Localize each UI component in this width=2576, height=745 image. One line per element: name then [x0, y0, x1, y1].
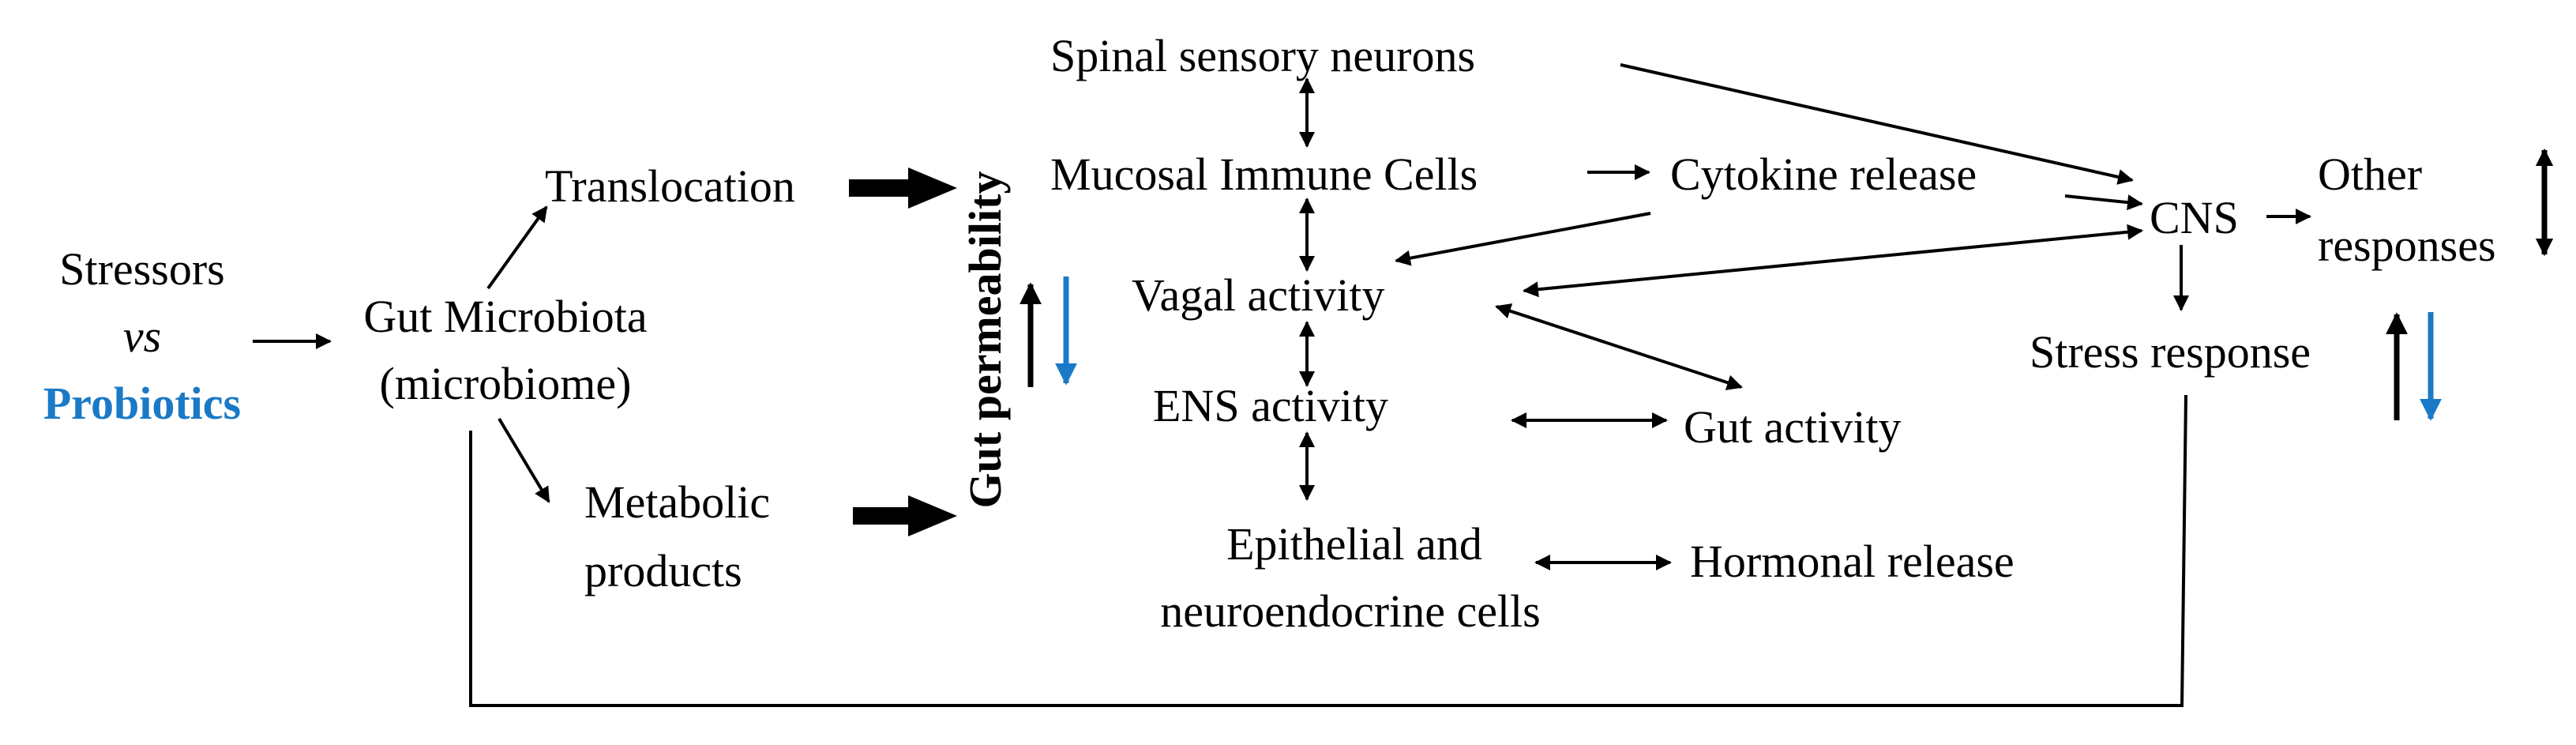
probiotics-label: Probiotics [43, 378, 241, 429]
arrow-vagal-gut-activity [1495, 303, 1743, 390]
ens-activity-label: ENS activity [1153, 380, 1388, 431]
epithelial-label: Epithelial and [1226, 518, 1482, 570]
products-label: products [584, 545, 742, 596]
arrow-microbiota-metabolic [498, 417, 550, 503]
microbiome-label: (microbiome) [380, 358, 632, 409]
hormonal-release-label: Hormonal release [1690, 536, 2015, 587]
gut-microbiota-label: Gut Microbiota [363, 291, 647, 342]
thick-arrow-metabolic-head [908, 495, 957, 536]
arrow-spinal-cns [1620, 63, 2134, 185]
cns-label: CNS [2150, 192, 2239, 243]
metabolic-label: Metabolic [584, 476, 770, 528]
arrow-cytokine-cns [2064, 194, 2143, 211]
vagal-activity-label: Vagal activity [1132, 269, 1385, 321]
other-label: Other [2318, 149, 2422, 200]
stressors-label: Stressors [59, 243, 224, 295]
mucosal-immune-cells-label: Mucosal Immune Cells [1050, 149, 1478, 200]
cytokine-release-label: Cytokine release [1670, 149, 1977, 200]
neuroendocrine-cells-label: neuroendocrine cells [1160, 585, 1541, 637]
vs-label: vs [123, 310, 161, 362]
gut-permeability-label: Gut permeability [959, 171, 1011, 509]
arrow-vagal-cns [1523, 224, 2143, 298]
arrow-cytokine-vagal [1395, 212, 1651, 266]
thick-arrow-translocation-head [908, 167, 957, 209]
feedback-loop-line [469, 394, 2187, 707]
stress-response-label: Stress response [2030, 326, 2311, 378]
spinal-sensory-neurons-label: Spinal sensory neurons [1050, 30, 1475, 81]
responses-label: responses [2318, 220, 2496, 271]
arrow-microbiota-translocation [486, 205, 548, 290]
gut-activity-label: Gut activity [1684, 401, 1901, 453]
translocation-label: Translocation [545, 160, 795, 212]
